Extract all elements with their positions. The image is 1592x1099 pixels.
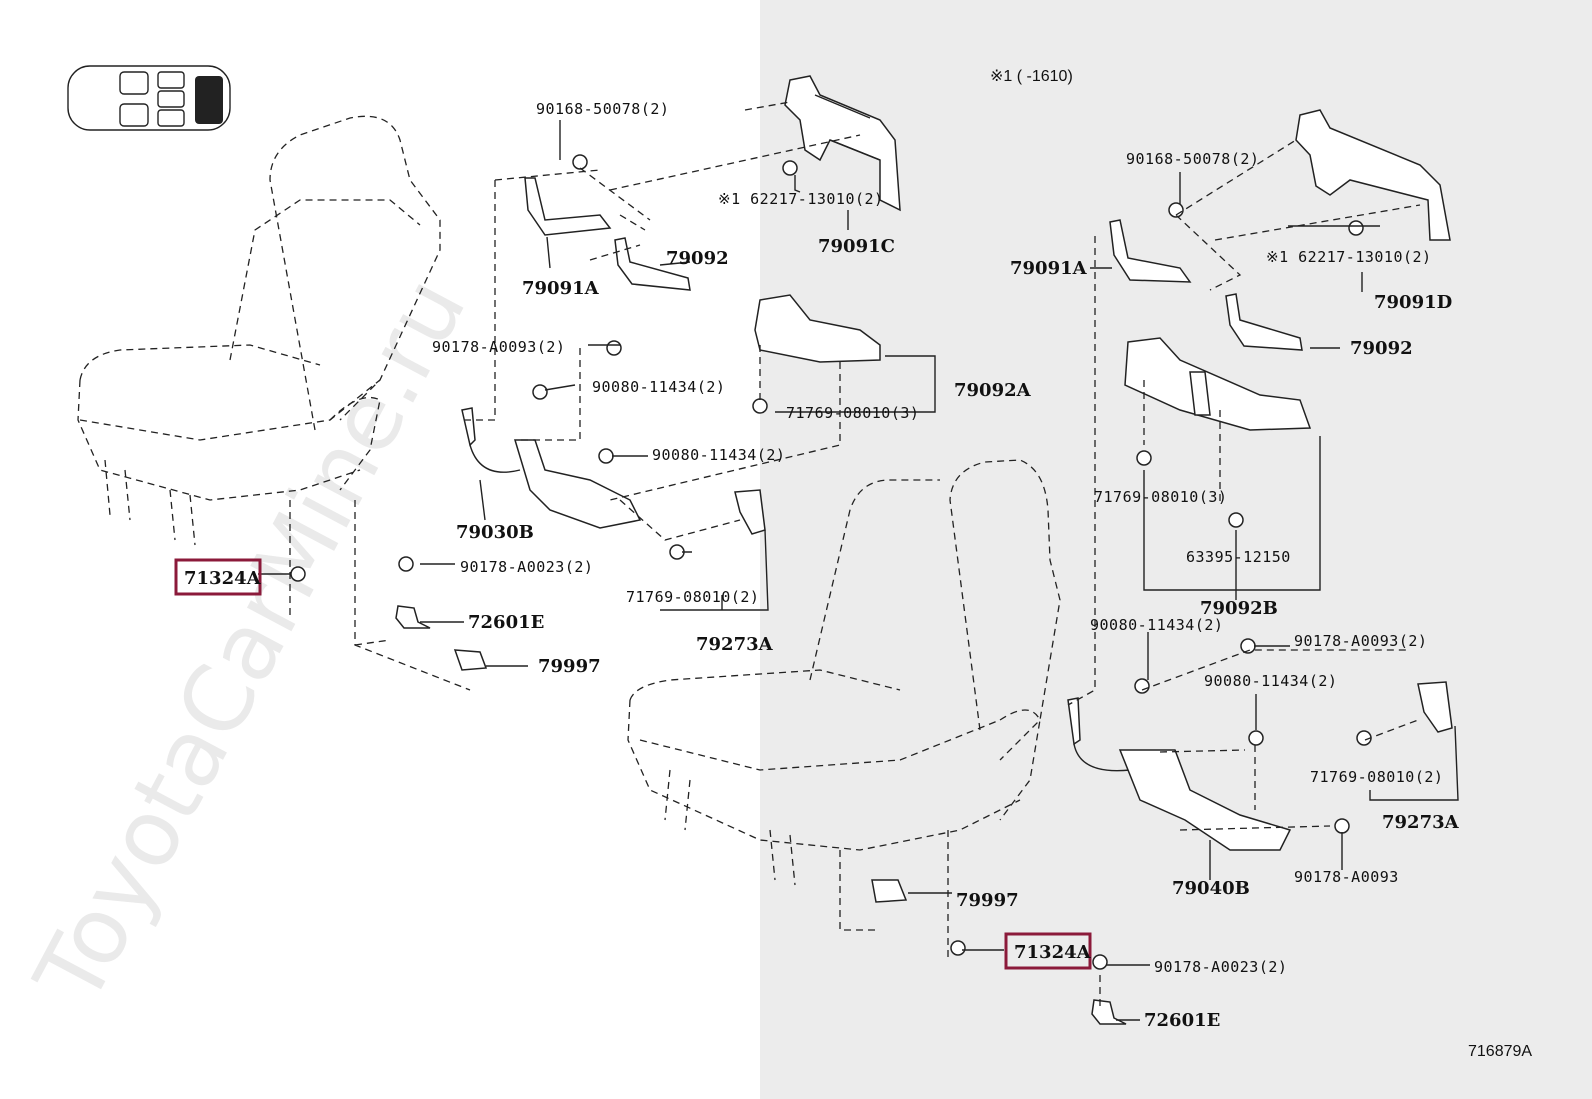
label-72601E-left: 72601E (468, 612, 544, 633)
label-90080-11434-right-b: 90080-11434(2) (1204, 672, 1337, 690)
bolts-right (950, 202, 1372, 970)
part-79092-strap-right (1225, 293, 1303, 351)
part-79040B-cable (1067, 697, 1292, 851)
label-90168-50078-right: 90168-50078(2) (1126, 150, 1259, 168)
label-79091A-left: 79091A (522, 278, 600, 299)
label-79091C: 79091C (818, 236, 895, 257)
label-71324A-right: 71324A (1014, 942, 1092, 963)
label-79091D: 79091D (1374, 292, 1452, 313)
bolts-left (290, 154, 798, 582)
label-79273A-left: 79273A (696, 634, 774, 655)
label-90178-A0023-left: 90178-A0023(2) (460, 558, 593, 576)
part-72601E-clip-left (395, 605, 431, 629)
dashed-connectors-right (839, 139, 1421, 1010)
leader-lines-left (258, 120, 936, 667)
label-71769-08010-3-left: 71769-08010(3) (786, 404, 919, 422)
label-79092B: 79092B (1200, 598, 1278, 619)
part-79273A-bracket-right (1417, 681, 1453, 733)
label-79040B: 79040B (1172, 878, 1250, 899)
part-79997-clip-right (871, 879, 908, 903)
label-79997-right: 79997 (956, 890, 1019, 911)
label-63395-12150: 63395-12150 (1186, 548, 1291, 566)
label-71324A-left: 71324A (184, 568, 262, 589)
left-seat-outline (77, 115, 441, 546)
part-79091A-strap-left (524, 177, 612, 236)
leader-lines-right (908, 172, 1459, 1021)
part-79092-strap-left (614, 237, 691, 291)
label-79030B: 79030B (456, 522, 534, 543)
seat-position-icon (67, 65, 231, 131)
diagram-id: 716879A (1468, 1043, 1532, 1060)
label-72601E-right: 72601E (1144, 1010, 1220, 1031)
label-79091A-right: 79091A (1010, 258, 1088, 279)
part-79030B-cable (461, 407, 642, 529)
label-79092A: 79092A (954, 380, 1032, 401)
highlight-box-71324A-right (1004, 932, 1092, 970)
note-text: ※1 ( -1610) (990, 68, 1073, 85)
label-62217-13010-left: ※1 62217-13010(2) (718, 190, 884, 208)
part-79997-clip-left (453, 649, 488, 671)
label-79997-left: 79997 (538, 656, 601, 677)
part-79091C-bracket (784, 75, 901, 212)
label-90080-11434-right-a: 90080-11434(2) (1090, 616, 1223, 634)
dashed-connectors-left (289, 101, 861, 691)
label-90080-11434-left-b: 90080-11434(2) (652, 446, 785, 464)
label-90178-A0093-left: 90178-A0093(2) (432, 338, 565, 356)
label-90168-50078-left: 90168-50078(2) (536, 100, 669, 118)
label-71769-08010-2-right: 71769-08010(2) (1310, 768, 1443, 786)
label-71769-08010-3-right: 71769-08010(3) (1094, 488, 1227, 506)
part-79092A-plate (754, 294, 881, 363)
label-79273A-right: 79273A (1382, 812, 1460, 833)
part-79092B-plate (1124, 337, 1312, 431)
label-90178-A0093-right: 90178-A0093 (1294, 868, 1399, 886)
part-79273A-bracket-left (734, 489, 766, 535)
label-90178-A0023-right: 90178-A0023(2) (1154, 958, 1287, 976)
part-79091D-bracket (1295, 109, 1451, 241)
label-79092-right: 79092 (1350, 338, 1413, 359)
part-79091A-strap-right (1109, 219, 1192, 283)
label-62217-13010-right: ※1 62217-13010(2) (1266, 248, 1432, 266)
highlight-box-71324A-left (174, 558, 262, 596)
label-79092-left: 79092 (666, 248, 729, 269)
watermark: ToyotaCarMine.ru (14, 260, 486, 1021)
right-seat-outline (627, 459, 1061, 886)
label-90080-11434-left-a: 90080-11434(2) (592, 378, 725, 396)
label-71769-08010-2-left: 71769-08010(2) (626, 588, 759, 606)
label-90178-A0093-2-right: 90178-A0093(2) (1294, 632, 1427, 650)
